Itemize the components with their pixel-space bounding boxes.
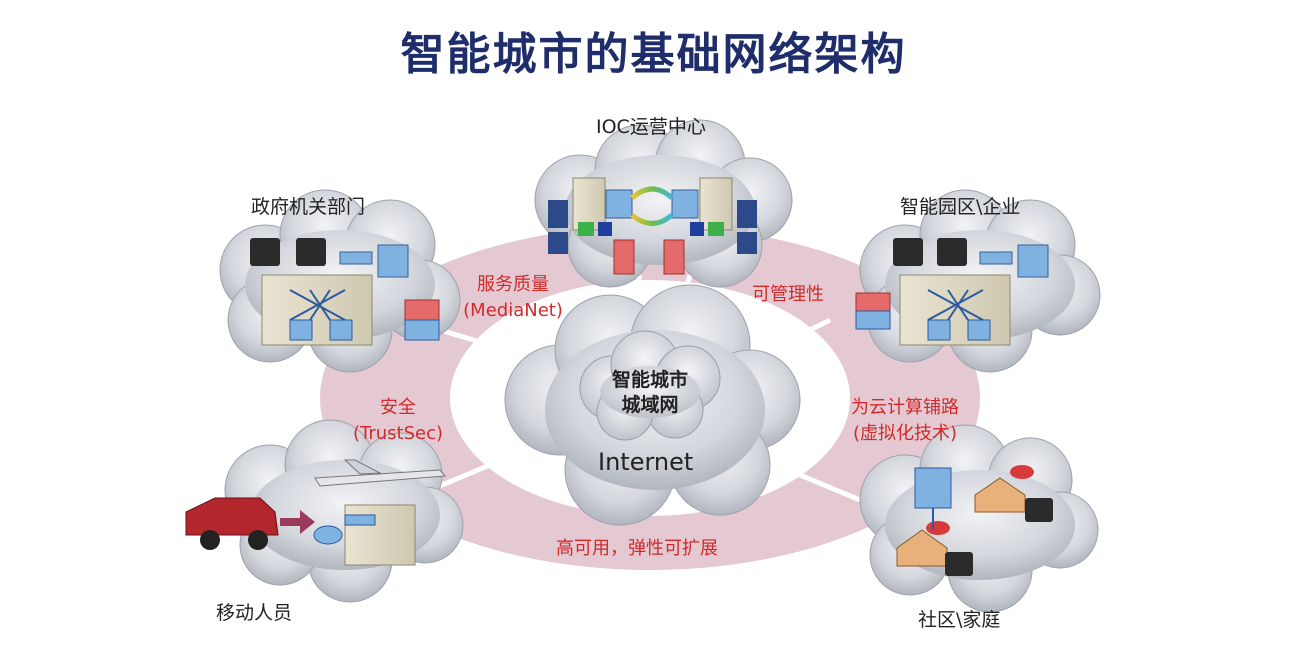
metro-line2: 城域网 [621, 394, 679, 416]
community-cloud [859, 424, 1099, 613]
ioc-label: IOC运营中心 [596, 116, 706, 138]
park-label: 智能园区\企业 [900, 196, 1021, 218]
metro-network-label: 智能城市 城域网 [590, 368, 710, 418]
manageability-label: 可管理性 [752, 284, 824, 305]
center-cloud [504, 284, 801, 526]
mobile-label: 移动人员 [216, 602, 293, 624]
gov-label: 政府机关部门 [251, 196, 366, 218]
mobile-cloud [185, 419, 464, 603]
internet-label: Internet [598, 448, 694, 476]
page-title: 智能城市的基础网络架构 [400, 29, 907, 80]
community-label: 社区\家庭 [918, 609, 1001, 631]
qos-label: 服务质量 (MediaNet) [448, 272, 578, 324]
building-network-icon [250, 238, 440, 346]
high-availability-label: 高可用，弹性可扩展 [556, 538, 718, 559]
mobile-icons [185, 459, 447, 566]
cloud-line2: (虚拟化技术) [852, 423, 958, 444]
ioc-cloud [534, 119, 793, 288]
security-line2: (TrustSec) [352, 423, 444, 444]
park-cloud [855, 189, 1101, 373]
gov-cloud [219, 189, 461, 373]
qos-line1: 服务质量 [477, 274, 549, 295]
security-line1: 安全 [380, 397, 416, 418]
campus-network-icon [855, 238, 1049, 346]
cloud-computing-label: 为云计算铺路 (虚拟化技术) [835, 395, 975, 447]
home-network-icons [896, 465, 1053, 576]
cloud-line1: 为云计算铺路 [851, 397, 959, 418]
qos-line2: (MediaNet) [463, 300, 563, 321]
metro-line1: 智能城市 [611, 369, 688, 391]
datacenter-equipment-icon [548, 177, 757, 275]
security-label: 安全 (TrustSec) [342, 395, 454, 447]
